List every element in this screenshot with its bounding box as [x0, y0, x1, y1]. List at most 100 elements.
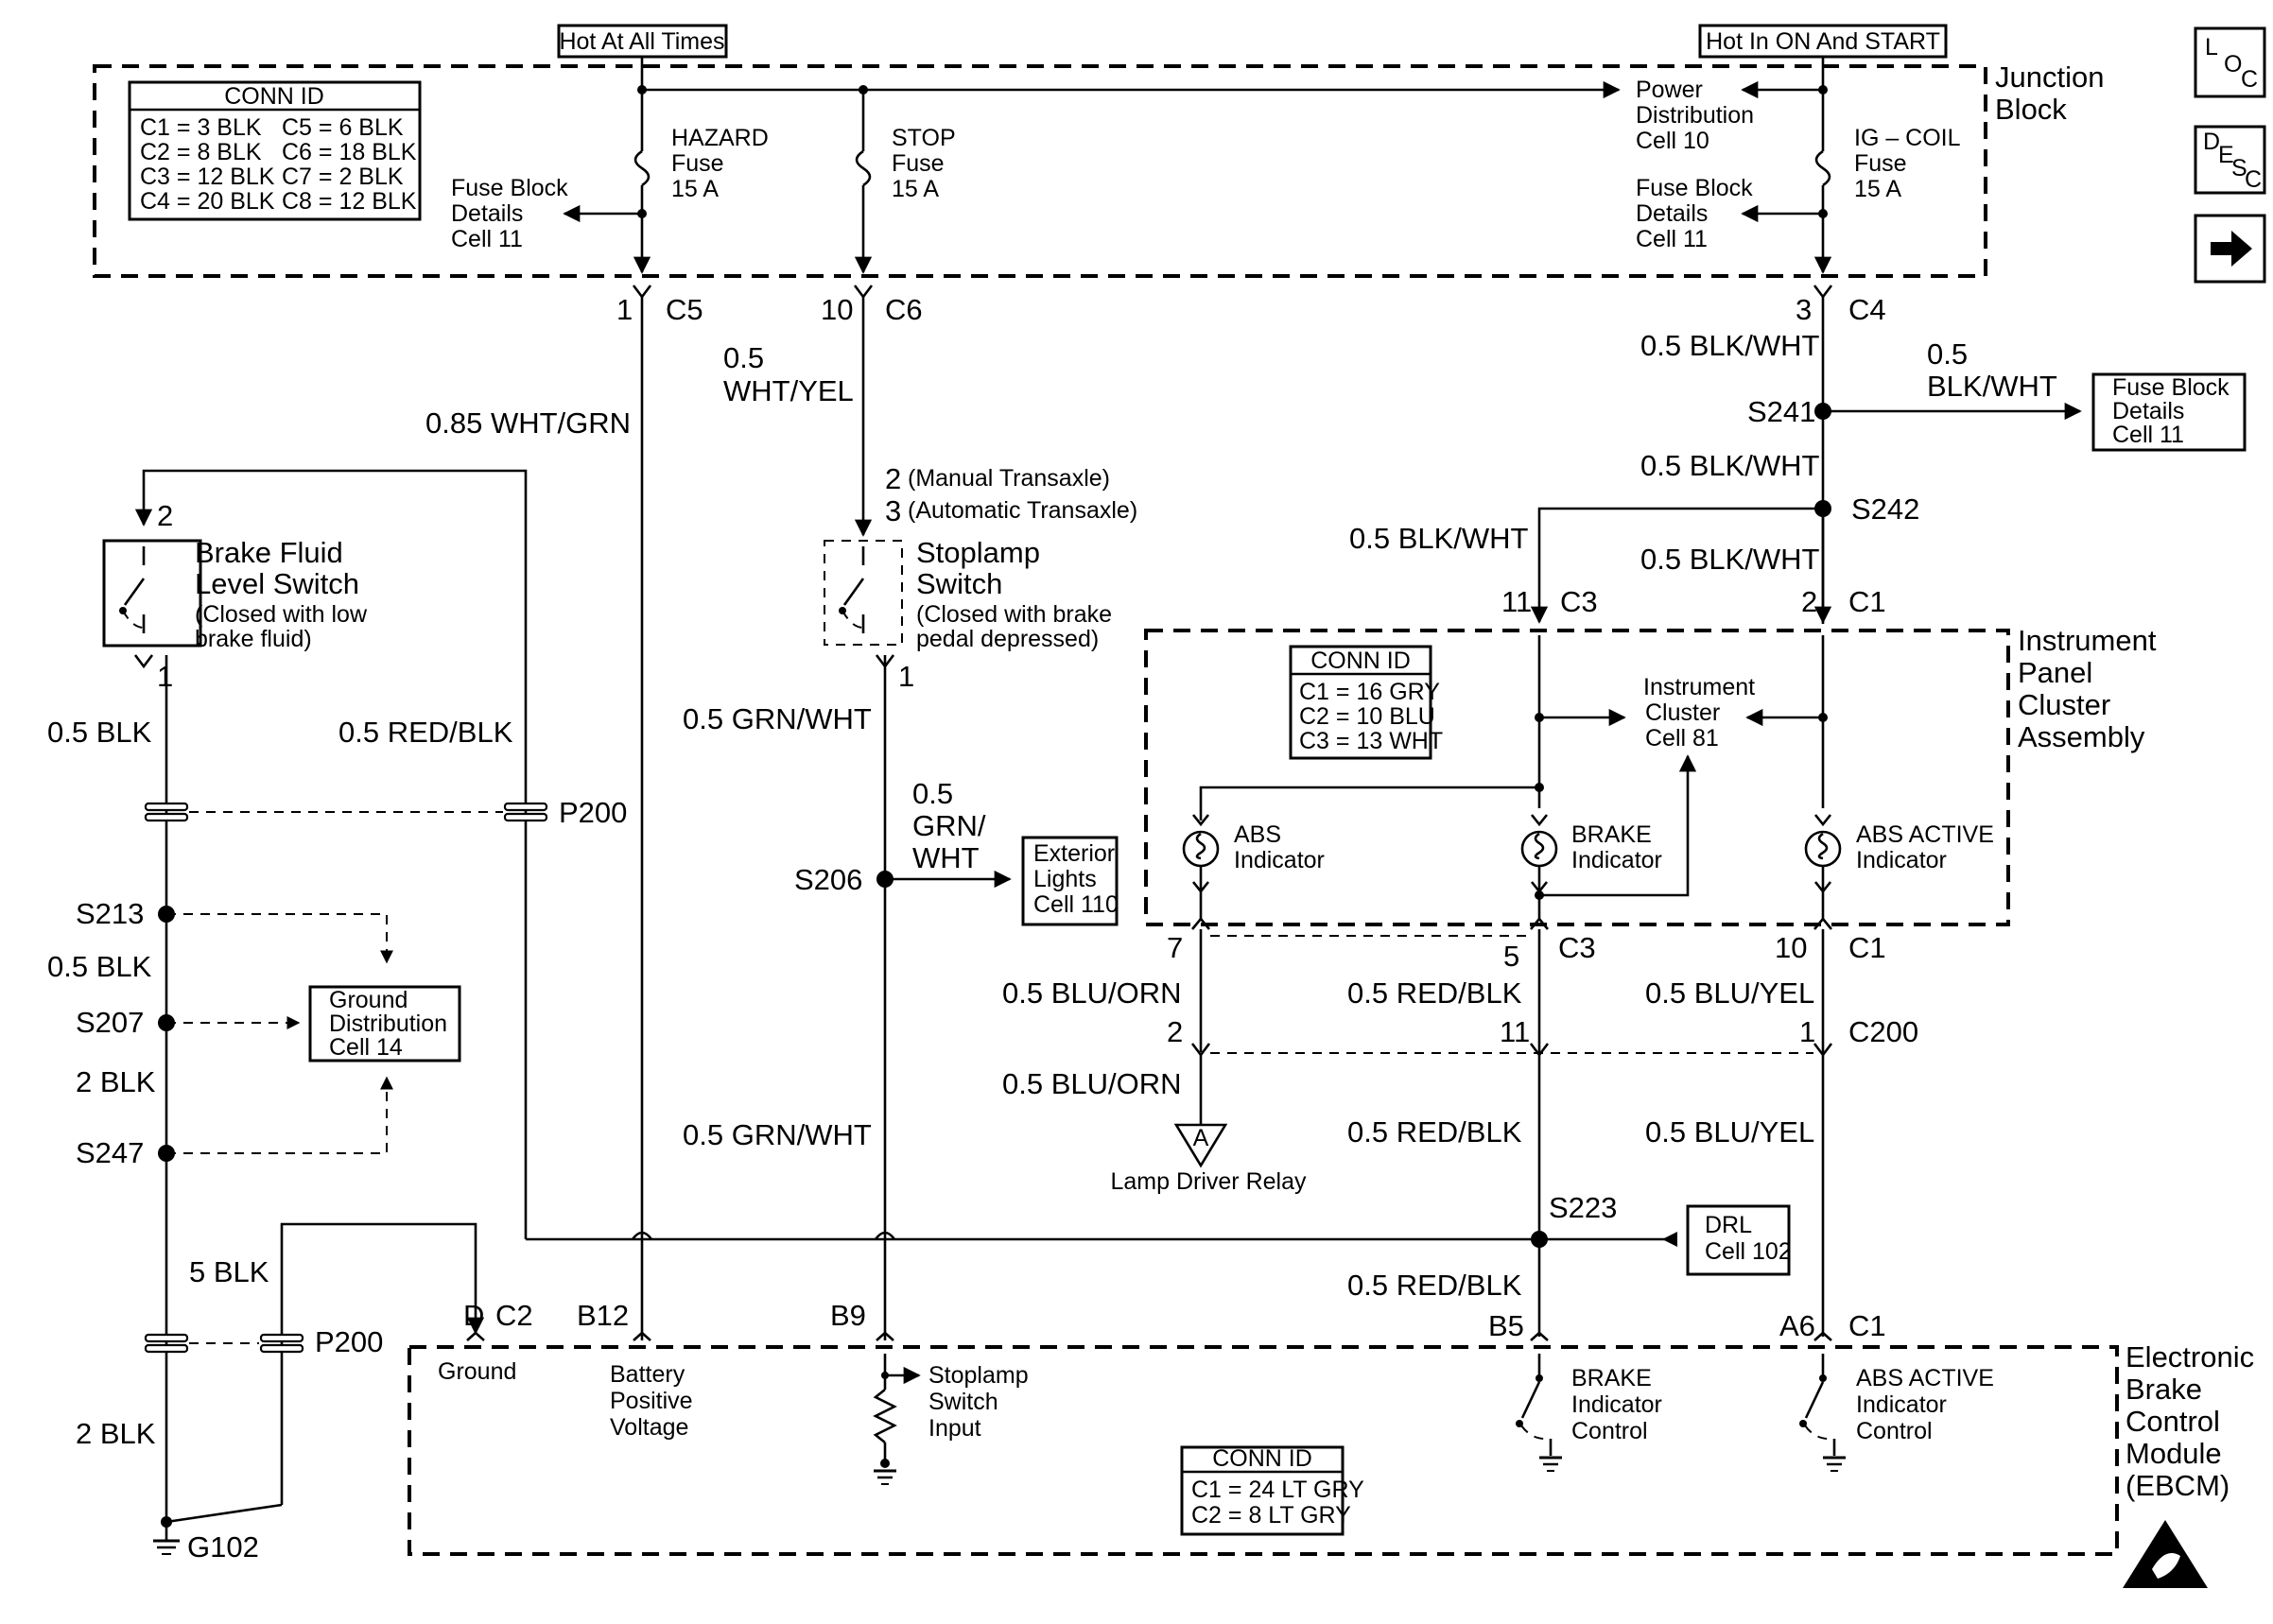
svg-text:O: O	[2224, 51, 2242, 78]
bf-switch-desc-2: brake fluid)	[195, 626, 312, 652]
stoplamp-switch-contacts	[842, 546, 865, 633]
brake-indicator-1: BRAKE	[1571, 821, 1652, 848]
ebcm-title-3: Control	[2126, 1405, 2220, 1438]
ebcm-title-2: Brake	[2126, 1373, 2202, 1406]
pin-c6-conn: C6	[885, 293, 923, 326]
ebcm-conn-id-table: CONN ID C1 = 24 LT GRY C2 = 8 LT GRY	[1180, 1445, 1364, 1536]
ipc-boundary	[1144, 629, 2010, 926]
wire-label-blk-4: 5 BLK	[189, 1255, 269, 1288]
brake-ctl-1: BRAKE	[1571, 1365, 1652, 1391]
pin-c5-conn: C5	[666, 293, 703, 326]
stoplamp-input-1: Stoplamp	[928, 1362, 1029, 1389]
pin-c4-conn: C4	[1848, 293, 1886, 326]
wire-label-blu-orn-2: 0.5 BLU/ORN	[1002, 1067, 1182, 1100]
wire-label-blk-wht-2: 0.5 BLK/WHT	[1640, 449, 1820, 482]
igcoil-fuse-label-2: Fuse	[1854, 150, 1907, 177]
battery-label-2: Positive	[610, 1388, 693, 1414]
conn-id-title: CONN ID	[224, 83, 324, 110]
pin-p5-conn: C3	[1558, 931, 1596, 964]
splice-s206-label: S206	[794, 863, 862, 896]
pin-b12: B12	[577, 1299, 629, 1332]
wire-label-blk-3: 2 BLK	[76, 1065, 156, 1098]
pin-c5-num: 1	[616, 293, 633, 326]
ipc-conn-id-table: CONN ID C1 = 16 GRY C2 = 10 BLU C3 = 13 …	[1289, 645, 1443, 760]
fbd-left-3: Cell 11	[451, 226, 523, 252]
s213-ground-ref	[166, 913, 393, 964]
drl-2: Cell 102	[1705, 1238, 1792, 1265]
pin-a6-conn: C1	[1848, 1309, 1886, 1342]
svg-text:C: C	[2241, 66, 2258, 93]
bf-switch-desc-1: (Closed with low	[195, 601, 368, 628]
hot-on-start-label: Hot In ON And START	[1706, 28, 1940, 55]
g102-label: G102	[187, 1530, 259, 1564]
pin-p1-mark	[1813, 1043, 1833, 1058]
ground-dist-2: Distribution	[329, 1011, 447, 1037]
igcoil-fuse-symbol	[1814, 149, 1831, 187]
wire-label-wht-yel-1: 0.5	[723, 341, 764, 374]
ebcm-title-1: Electronic	[2126, 1340, 2254, 1373]
hazard-fuse-label-1: HAZARD	[671, 125, 769, 151]
pin-p5-mark	[1529, 916, 1550, 930]
brake-ctl-2: Indicator	[1571, 1391, 1662, 1418]
ground-dist-box	[308, 985, 461, 1063]
pin-p10-mark	[1813, 916, 1833, 930]
fbd-s241-1: Fuse Block	[2112, 374, 2230, 401]
pin-d-conn: C2	[495, 1299, 533, 1332]
stoplamp-input-2: Switch	[928, 1389, 998, 1415]
p200-lower-connector	[144, 1333, 304, 1354]
pin-p7: 7	[1167, 931, 1183, 964]
abs-active-control-switch	[1799, 1354, 1846, 1472]
fbd-s241-3: Cell 11	[2112, 422, 2184, 448]
pin-mark	[1813, 1331, 1832, 1341]
stop-fuse-label-1: STOP	[892, 125, 956, 151]
ebcm-conn-id-row: C2 = 8 LT GRY	[1191, 1502, 1351, 1529]
stoplamp-switch-body	[824, 540, 903, 646]
cluster-ref-2: Cluster	[1645, 700, 1720, 726]
brake-fluid-switch-contacts	[123, 546, 146, 633]
wire-label-grn-wht-r-2: GRN/	[912, 809, 986, 842]
stoplamp-desc-2: pedal depressed)	[916, 626, 1099, 652]
fbd-s241-2: Details	[2112, 398, 2184, 424]
conn-id-row: C8 = 12 BLK	[282, 188, 417, 215]
abs-indicator-bulb	[1182, 814, 1220, 919]
power-dist-2: Distribution	[1636, 102, 1754, 129]
abs-indicator-1: ABS	[1234, 821, 1281, 848]
wire-label-blk-wht-r-1: 0.5	[1927, 337, 1968, 371]
pin-b9: B9	[830, 1299, 866, 1332]
ebcm-ground-label: Ground	[438, 1358, 516, 1385]
location-icon[interactable]: L O C	[2194, 26, 2266, 98]
splice-s207-label: S207	[76, 1006, 144, 1039]
ebcm-boundary	[408, 1345, 2119, 1556]
pin-c6-mark	[853, 285, 874, 300]
stop-fuse-label-3: 15 A	[892, 176, 939, 202]
wire-label-wht-yel-2: WHT/YEL	[723, 374, 854, 407]
pin-c3a-num: 11	[1501, 585, 1532, 618]
pin-d: D	[463, 1299, 484, 1332]
ground-dist-3: Cell 14	[329, 1034, 403, 1061]
brake-indicator-bulb	[1520, 814, 1558, 919]
exterior-lights-3: Cell 110	[1033, 891, 1119, 918]
splice-s242-label: S242	[1851, 492, 1919, 526]
next-arrow-icon[interactable]	[2194, 214, 2266, 284]
pin-mark	[633, 1331, 651, 1341]
pin-p10: 10	[1775, 931, 1807, 964]
splice-s213-label: S213	[76, 897, 144, 930]
junction-block-title-2: Block	[1995, 93, 2067, 126]
stoplamp-input-3: Input	[928, 1415, 981, 1442]
exterior-lights-2: Lights	[1033, 866, 1097, 892]
pin-mark	[876, 1331, 894, 1341]
crossover	[874, 1231, 896, 1240]
s242-branch	[1530, 507, 1823, 624]
battery-label-1: Battery	[610, 1361, 685, 1388]
p200-upper-connector	[144, 802, 548, 822]
ground-dist-1: Ground	[329, 987, 408, 1013]
conn-id-row: C3 = 12 BLK	[140, 164, 275, 190]
pin-c4-mark	[1813, 285, 1833, 300]
pin-sl2: 2	[885, 462, 901, 495]
wire-label-red-blk-4: 0.5 RED/BLK	[1347, 1269, 1522, 1302]
fbd-left-1: Fuse Block	[451, 175, 568, 201]
p200-lower-label: P200	[315, 1325, 383, 1358]
ipc-title-3: Cluster	[2018, 688, 2110, 721]
fbd-right-3: Cell 11	[1636, 226, 1708, 252]
description-icon[interactable]: D E S C	[2194, 125, 2266, 195]
